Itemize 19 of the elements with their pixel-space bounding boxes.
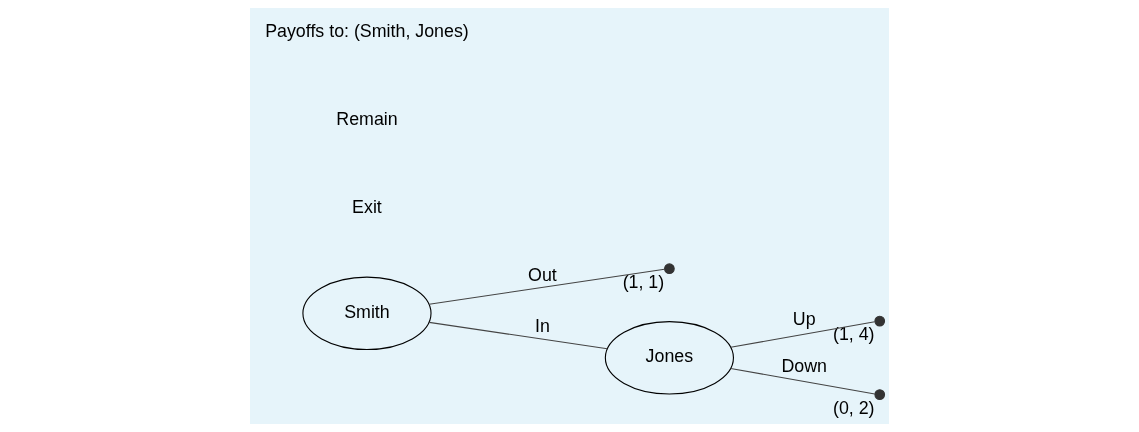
label: Remain: [336, 108, 398, 129]
node-circle: [664, 263, 675, 275]
node-label: (1, 1): [622, 271, 665, 292]
edge-label: Out: [528, 264, 557, 285]
label: Payoffs to: (Smith, Jones): [265, 20, 469, 41]
connector: [428, 321, 608, 350]
label: Exit: [352, 196, 382, 217]
node-label: (1, 4): [832, 324, 875, 345]
node-ellipse: Smith: [302, 276, 432, 351]
connector: [730, 367, 876, 395]
node-ellipse: Jones: [604, 321, 734, 395]
node-label: (0, 2): [832, 397, 875, 418]
node-circle: [874, 315, 886, 327]
edge-label: In: [534, 316, 550, 337]
edge-label: Up: [792, 309, 816, 330]
connector: [428, 268, 666, 305]
edge-label: Down: [781, 356, 827, 377]
node-circle: [874, 389, 886, 400]
connector: [730, 321, 876, 348]
